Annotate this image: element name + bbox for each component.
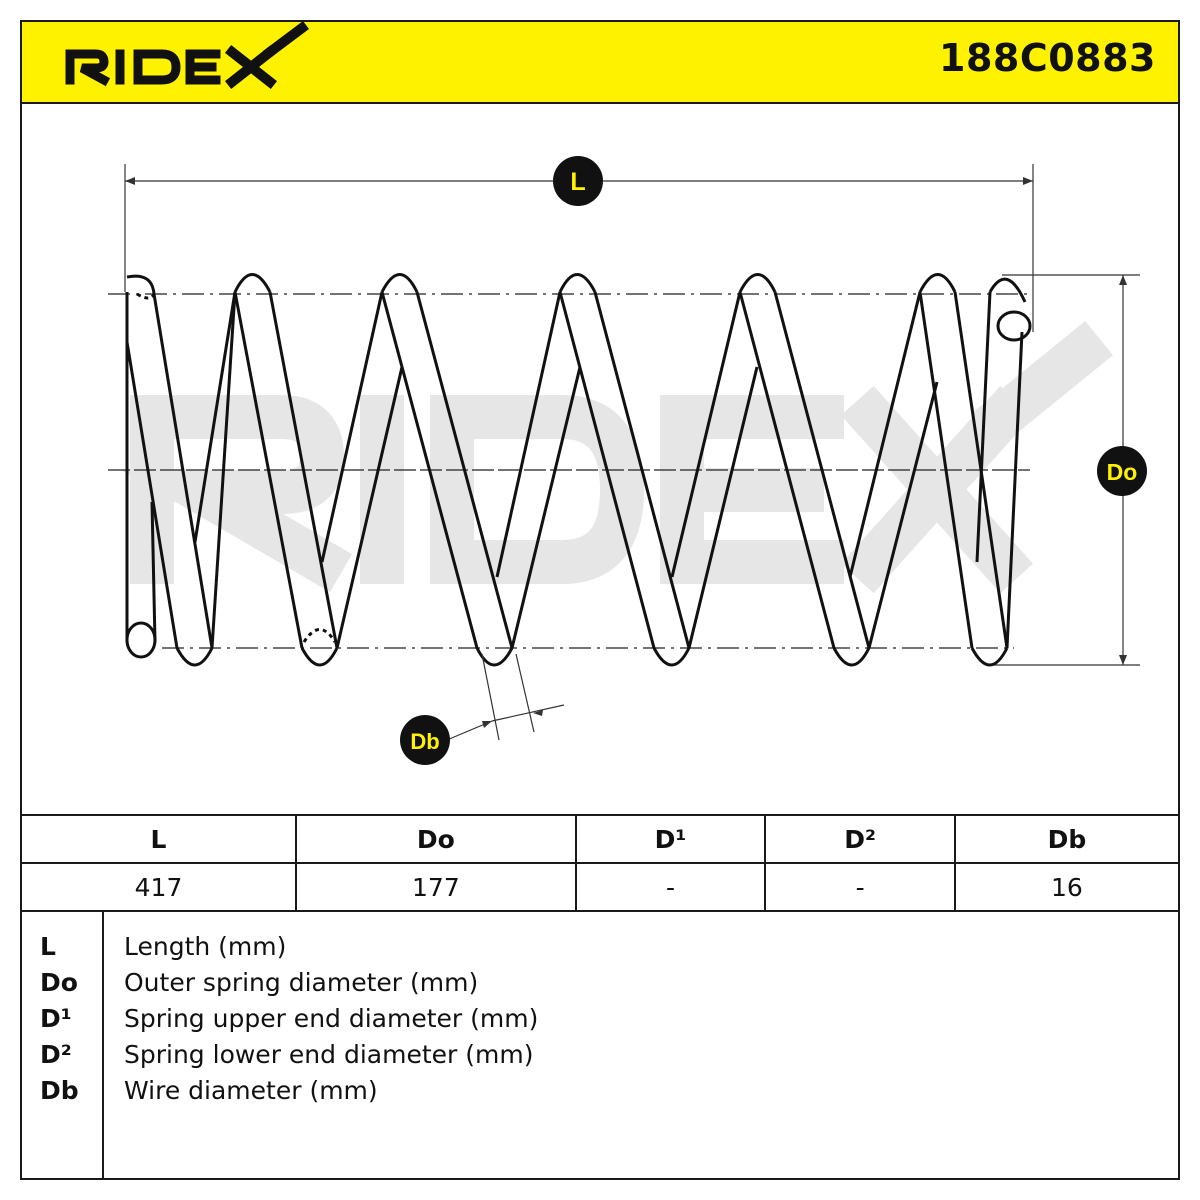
legend-abbr: Do — [40, 968, 78, 997]
spec-table: L Do D¹ D² Db 417 177 - - 16 — [22, 814, 1178, 910]
legend-desc: Spring lower end diameter (mm) — [124, 1040, 534, 1069]
legend-item: Db Wire diameter (mm) — [22, 1076, 1178, 1112]
legend-desc: Wire diameter (mm) — [124, 1076, 378, 1105]
wire-diameter-dimension — [446, 653, 565, 741]
svg-text:Db: Db — [410, 729, 439, 754]
svg-text:L: L — [570, 168, 585, 196]
spring-drawing: L Do Db — [108, 156, 1147, 765]
header-cell-wire-diameter: Db — [953, 814, 1178, 863]
spec-table-header-row: L Do D¹ D² Db — [22, 814, 1178, 863]
header-bar: 188C0883 — [22, 22, 1178, 104]
legend: L Length (mm) Do Outer spring diameter (… — [22, 910, 1178, 1180]
spec-sheet-frame: 188C0883 — [20, 20, 1180, 1180]
label-length: L — [553, 156, 603, 206]
legend-desc: Spring upper end diameter (mm) — [124, 1004, 539, 1033]
value-cell-upper-end-diameter: - — [574, 862, 766, 910]
spec-table-value-row: 417 177 - - 16 — [22, 862, 1178, 910]
legend-abbr: D¹ — [40, 1004, 72, 1033]
label-outer-diameter: Do — [1097, 446, 1147, 496]
label-wire-diameter: Db — [400, 715, 450, 765]
header-cell-length: L — [22, 814, 297, 863]
legend-abbr: D² — [40, 1040, 72, 1069]
value-cell-outer-diameter: 177 — [295, 862, 576, 910]
watermark-logo — [120, 321, 1113, 594]
legend-item: L Length (mm) — [22, 932, 1178, 968]
svg-text:Do: Do — [1107, 459, 1138, 485]
header-cell-lower-end-diameter: D² — [764, 814, 955, 863]
legend-abbr: Db — [40, 1076, 79, 1105]
legend-desc: Outer spring diameter (mm) — [124, 968, 479, 997]
value-cell-lower-end-diameter: - — [764, 862, 955, 910]
value-cell-length: 417 — [22, 862, 297, 910]
legend-abbr: L — [40, 932, 56, 961]
legend-item: Do Outer spring diameter (mm) — [22, 968, 1178, 1004]
part-number: 188C0883 — [939, 36, 1156, 80]
legend-item: D² Spring lower end diameter (mm) — [22, 1040, 1178, 1076]
ridex-logo — [65, 22, 309, 90]
value-cell-wire-diameter: 16 — [953, 862, 1178, 910]
legend-item: D¹ Spring upper end diameter (mm) — [22, 1004, 1178, 1040]
header-cell-outer-diameter: Do — [295, 814, 576, 863]
legend-divider — [102, 912, 104, 1180]
spring-coils — [125, 273, 1032, 667]
header-cell-upper-end-diameter: D¹ — [574, 814, 766, 863]
legend-desc: Length (mm) — [124, 932, 287, 961]
